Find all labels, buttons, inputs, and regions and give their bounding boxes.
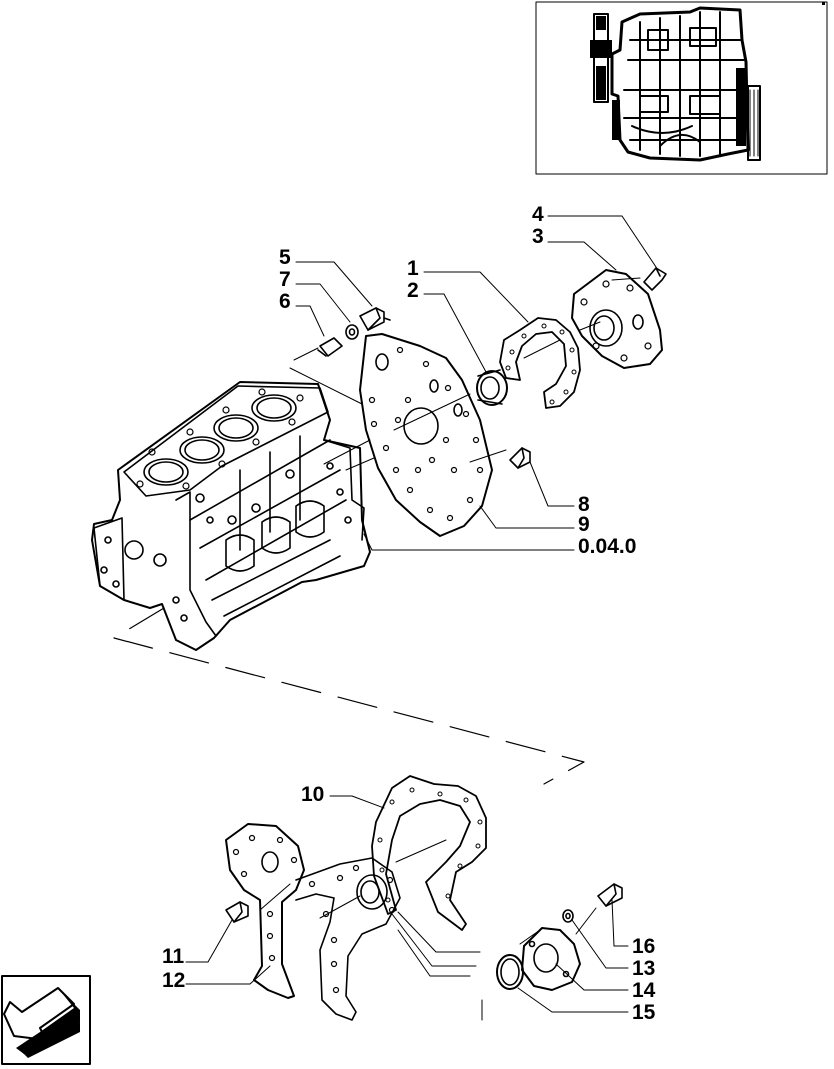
seal-housing (571, 269, 663, 369)
screw-11 (225, 901, 249, 923)
front-cover-plate (225, 823, 401, 1021)
alignment-lines (259, 277, 641, 1021)
callout-4: 4 (532, 203, 544, 226)
callout-6: 6 (279, 290, 291, 313)
seal-ring (476, 369, 508, 406)
cover-14 (521, 927, 581, 991)
seal-ring-15 (496, 954, 524, 990)
leader-lines (185, 215, 659, 1013)
callout-ref-block: 0.04.0 (578, 535, 636, 558)
cylinder-block (91, 381, 371, 651)
screw-8 (509, 447, 531, 469)
screw-16 (597, 883, 623, 907)
gasket-rear (499, 317, 581, 409)
callout-11: 11 (162, 945, 185, 968)
gasket-front (371, 775, 487, 931)
callout-15: 15 (632, 1001, 656, 1024)
dowel-6 (317, 337, 343, 357)
callout-7: 7 (279, 268, 291, 291)
callout-labels: 4 3 5 7 6 1 2 8 9 0.04.0 10 11 12 16 13 … (162, 203, 656, 1024)
callout-14: 14 (632, 979, 656, 1002)
callout-5: 5 (279, 246, 291, 269)
callout-3: 3 (532, 225, 544, 248)
screw-5 (359, 307, 391, 331)
engine-thumbnail-icon (535, 1, 828, 175)
callout-16: 16 (632, 935, 655, 958)
callout-2: 2 (407, 279, 419, 302)
callout-9: 9 (578, 513, 590, 536)
callout-8: 8 (578, 493, 590, 516)
callout-13: 13 (632, 957, 655, 980)
washer-7 (345, 324, 359, 340)
callout-10: 10 (301, 783, 324, 806)
dashed-connector-line (113, 607, 585, 785)
screw-4 (643, 267, 667, 291)
rear-plate (359, 333, 493, 537)
callout-12: 12 (162, 969, 185, 992)
washer-13 (562, 909, 574, 923)
callout-1: 1 (407, 257, 419, 280)
arrow-back-icon[interactable] (1, 975, 91, 1065)
